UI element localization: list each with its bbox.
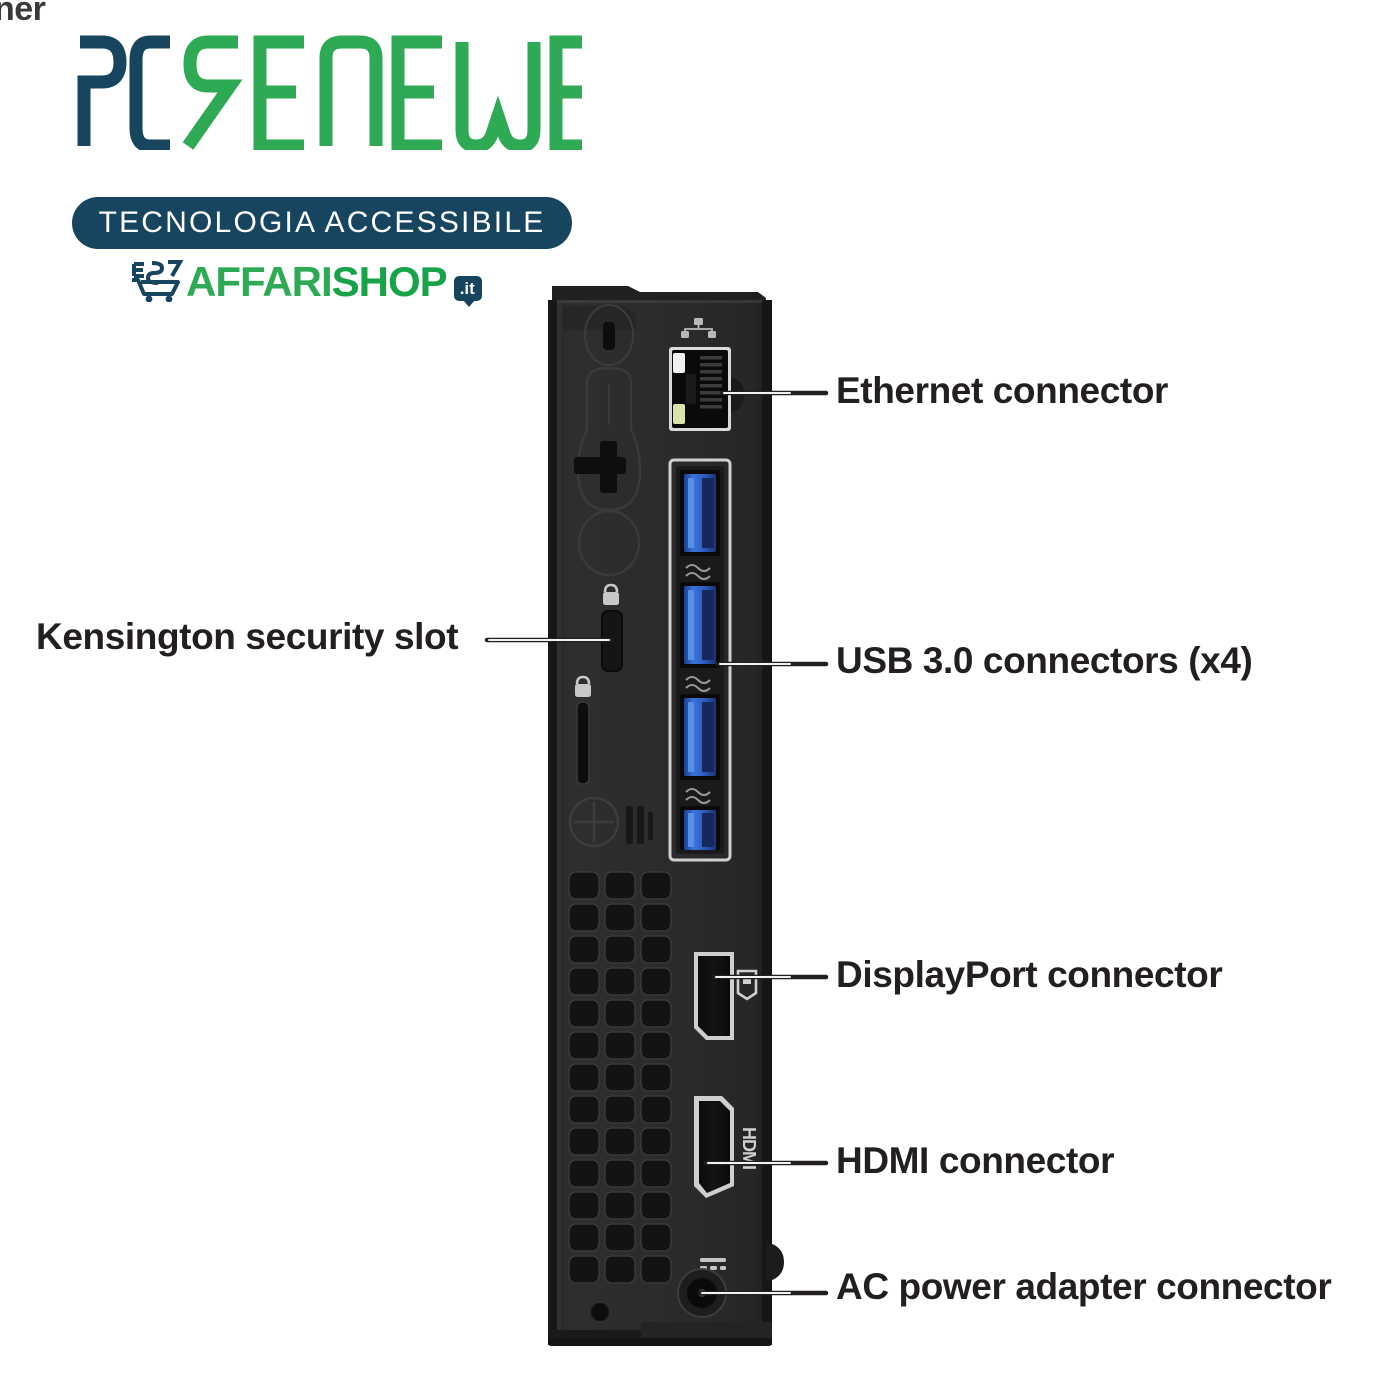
usb-port-stack xyxy=(668,458,732,862)
usb-port xyxy=(680,582,720,668)
logo-wordmark xyxy=(62,34,582,150)
antenna-knockout-panel xyxy=(574,366,642,577)
dc-power-icon xyxy=(700,1258,726,1270)
callout-ac-power: AC power adapter connector xyxy=(836,1266,1332,1307)
logo-wordmark-svg xyxy=(77,35,582,150)
ac-power-jack xyxy=(677,1268,727,1318)
side-vent-bars xyxy=(626,806,653,844)
tagline-text: TECNOLOGIA ACCESSIBILE xyxy=(98,206,546,239)
brand-logo[interactable]: TECNOLOGIA ACCESSIBILE AFFARI SHOP .it xyxy=(62,34,582,307)
usb-port xyxy=(680,694,720,780)
leader-line-highlights xyxy=(488,392,791,1294)
superspeed-usb-icon xyxy=(685,788,711,804)
affarishop-shop: SHOP xyxy=(331,258,448,305)
callout-ethernet: Ethernet connector xyxy=(836,370,1169,411)
displayport-port xyxy=(694,952,758,1040)
displayport-icon xyxy=(736,969,758,1001)
padlock-icon xyxy=(575,675,591,697)
padlock-slot-secondary xyxy=(575,675,591,785)
callout-kensington: Kensington security slot xyxy=(36,616,459,657)
hdmi-icon: HDMI xyxy=(739,1127,759,1169)
affarishop-affari: AFFARI xyxy=(186,258,333,305)
kensington-security-slot xyxy=(601,583,623,672)
leader-lines xyxy=(484,390,829,1296)
superspeed-usb-icon xyxy=(685,676,711,692)
callout-displayport: DisplayPort connector xyxy=(836,954,1223,995)
ethernet-port xyxy=(669,347,744,431)
keyhole-slot-icon xyxy=(584,304,634,366)
shopping-cart-as-icon xyxy=(128,258,184,307)
bottom-hole xyxy=(591,1303,609,1321)
hdmi-port: HDMI xyxy=(694,1096,759,1198)
cropped-text-fragment: ner xyxy=(0,0,46,28)
usb-port xyxy=(680,806,720,850)
affarishop-logo[interactable]: AFFARI SHOP .it xyxy=(128,256,482,308)
side-clip-tab xyxy=(766,1242,784,1282)
usb-port xyxy=(680,470,720,556)
ventilation-grille xyxy=(568,871,672,1284)
affarishop-tld-badge: .it xyxy=(453,275,482,307)
captive-screw-icon xyxy=(568,796,620,848)
chassis-body xyxy=(548,286,772,1346)
padlock-icon xyxy=(603,583,619,605)
network-icon xyxy=(681,318,716,338)
callout-usb: USB 3.0 connectors (x4) xyxy=(836,640,1253,681)
callout-hdmi: HDMI connector xyxy=(836,1140,1115,1181)
svg-text:HDMI: HDMI xyxy=(739,1127,759,1169)
tagline-badge: TECNOLOGIA ACCESSIBILE xyxy=(72,197,572,249)
superspeed-usb-icon xyxy=(685,564,711,580)
